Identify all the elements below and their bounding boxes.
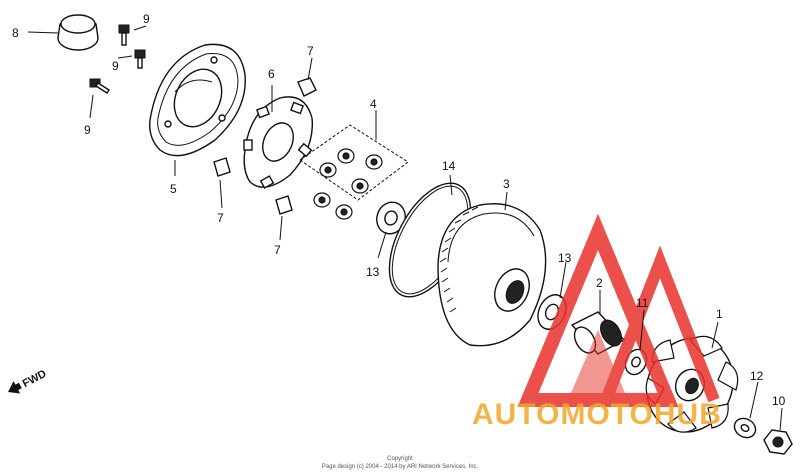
watermark-text: AUTOMOTOHUB: [472, 398, 722, 431]
part-7-sliders: [213, 77, 317, 215]
callout-3: 3: [503, 177, 510, 191]
copyright-line-1: Copyright: [387, 456, 413, 462]
part-8-cap: [57, 14, 99, 51]
callout-8: 8: [12, 26, 19, 40]
callout-7b: 7: [217, 211, 224, 225]
callout-7c: 7: [274, 243, 281, 257]
callout-6: 6: [268, 67, 275, 81]
callout-13b: 13: [558, 251, 572, 265]
leader-lines: [27, 25, 783, 431]
watermark-logo-triangle-mark: [517, 213, 720, 407]
part-11-washer: [624, 348, 648, 376]
callout-14: 14: [442, 159, 456, 173]
part-3-movable-drive-face: [437, 203, 547, 347]
callout-13a: 13: [366, 265, 380, 279]
callout-7a: 7: [307, 44, 314, 58]
callout-labels: 8 9 9 9 5 6 7 7 7 4 13 14 3 13 2 11 1 12…: [12, 12, 786, 408]
part-5-drive-plate: [149, 43, 246, 157]
part-6-ramp-plate: [243, 96, 314, 189]
callout-11: 11: [636, 296, 649, 310]
callout-9c: 9: [84, 123, 91, 137]
copyright-line-2: Page design (c) 2004 - 2014 by ARI Netwo…: [322, 464, 479, 470]
fwd-direction-indicator: FWD: [8, 368, 49, 394]
fwd-label: FWD: [21, 368, 49, 390]
callout-10: 10: [772, 394, 786, 408]
callout-5: 5: [170, 182, 177, 196]
part-4-weight-rollers: [299, 124, 409, 220]
part-10-nut: [763, 429, 793, 455]
arrow-left-icon: [8, 381, 22, 394]
callout-2: 2: [596, 276, 603, 290]
callout-12: 12: [750, 369, 764, 383]
callout-9a: 9: [143, 12, 150, 26]
callout-9b: 9: [112, 59, 119, 73]
part-12-washer: [733, 417, 757, 439]
part-9-bolts: [89, 24, 146, 94]
callout-4: 4: [370, 97, 377, 111]
callout-1: 1: [716, 307, 723, 321]
